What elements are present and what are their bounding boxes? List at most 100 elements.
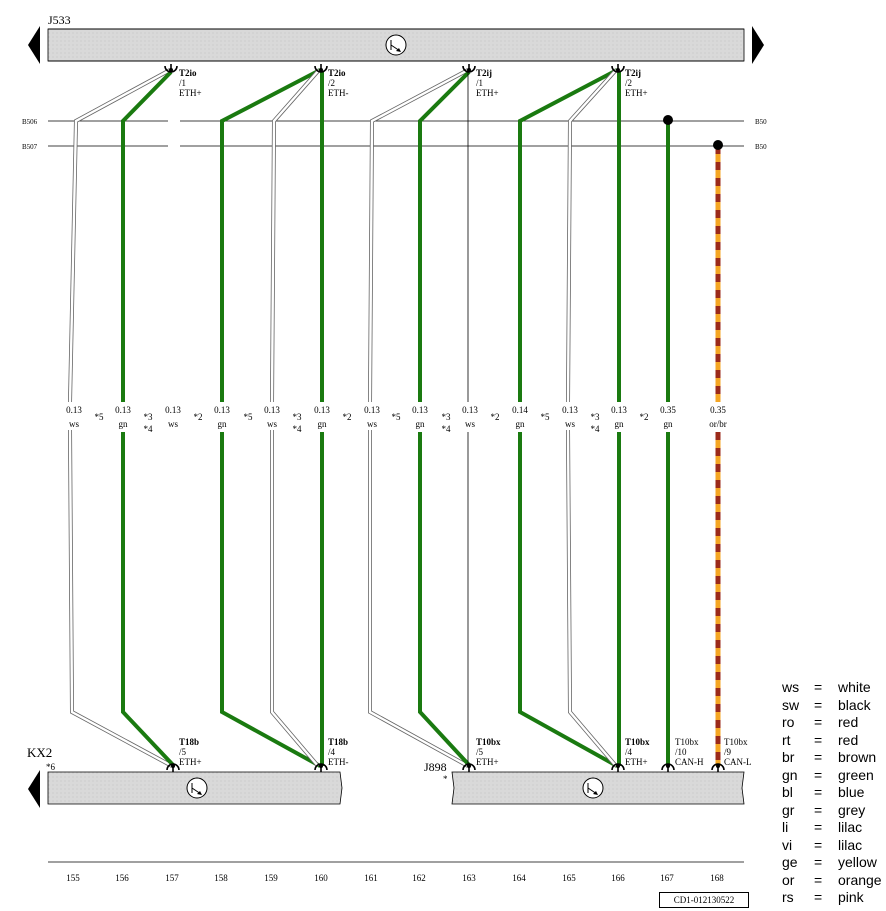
svg-text:/4: /4: [328, 747, 336, 757]
legend-name: yellow: [838, 854, 877, 870]
legend-name: grey: [838, 801, 866, 818]
connector-t10bx-10[interactable]: T10bx /10 CAN-H: [661, 737, 704, 772]
legend-name: brown: [838, 749, 877, 765]
legend-name: red: [838, 731, 859, 748]
ecu-symbol-icon: [582, 777, 604, 799]
wire-color-label: ws: [367, 419, 377, 429]
legend-eq: =: [814, 749, 823, 765]
svg-text:T10bx: T10bx: [625, 737, 650, 747]
connector-t10bx-9[interactable]: T10bx /9 CAN-L: [711, 737, 752, 772]
legend-code: ro: [782, 714, 795, 730]
wire-color-label: gn: [218, 419, 228, 429]
svg-text:T10bx: T10bx: [476, 737, 501, 747]
track-number: 158: [214, 873, 228, 883]
footnote-marker: *4: [442, 424, 452, 434]
wire-size-label: 0.13: [462, 405, 478, 415]
ecu-j533[interactable]: J533: [28, 13, 764, 64]
wire-size-label: 0.13: [364, 405, 380, 415]
legend-eq: =: [814, 889, 823, 905]
wire-size-label: 0.13: [214, 405, 230, 415]
ecu-symbol-icon: [385, 34, 407, 56]
wire-ws-161[interactable]: [368, 68, 469, 768]
legend-eq: =: [814, 819, 823, 835]
svg-text:CAN-L: CAN-L: [724, 757, 752, 767]
legend-code: or: [782, 871, 795, 888]
legend-row: gn=green: [782, 767, 886, 785]
top-connectors: T2io /1 ETH+ T2io /2 ETH- T2ij /1 ETH+ T…: [164, 64, 648, 98]
wire-size-label: 0.13: [562, 405, 578, 415]
wire-labels: 0.13ws0.13gn0.13ws0.13gn0.13ws0.13gn0.13…: [66, 405, 727, 434]
legend-name: pink: [838, 889, 864, 905]
footnote-marker: *2: [343, 412, 352, 422]
wire-size-label: 0.13: [66, 405, 82, 415]
wire-orbr-168-can-l[interactable]: [713, 140, 723, 766]
arrow-left-icon[interactable]: [28, 770, 40, 808]
svg-text:/1: /1: [476, 78, 483, 88]
wire-label: 0.13 ws: [562, 405, 578, 429]
arrow-left-icon[interactable]: [28, 26, 40, 64]
wire-gn-158[interactable]: [220, 68, 321, 768]
wire-gn-162[interactable]: [418, 70, 472, 768]
legend-code: li: [782, 819, 789, 835]
ecu-kx2-label: KX2: [27, 745, 52, 760]
svg-text:/2: /2: [328, 78, 335, 88]
wire-gn-164[interactable]: [518, 68, 618, 768]
wire-ws-159[interactable]: [270, 68, 321, 768]
svg-text:/5: /5: [179, 747, 187, 757]
ecu-j898[interactable]: J898 *: [424, 760, 745, 805]
ecu-kx2[interactable]: KX2 *6: [27, 745, 343, 808]
legend-row: ge = yellow: [782, 854, 886, 872]
legend-eq: =: [814, 696, 823, 713]
legend-row: ro=red: [782, 714, 886, 732]
wire-gn-167-can-h[interactable]: [663, 115, 673, 766]
connector-t18b-4[interactable]: T18b /4 ETH-: [314, 737, 349, 772]
legend-row: br = brown: [782, 749, 886, 767]
track-number: 167: [660, 873, 674, 883]
arrow-right-icon[interactable]: [752, 26, 764, 64]
legend-name: lilac: [838, 819, 863, 835]
svg-text:ETH-: ETH-: [328, 88, 349, 98]
legend-row: sw=black: [782, 697, 886, 715]
legend-name: orange: [838, 871, 882, 888]
ecu-j898-label: J898: [424, 760, 447, 774]
busbars: B506 B50 B507 B50: [22, 118, 767, 151]
footnote-marker: *3: [591, 412, 601, 422]
wire-color-label: ws: [565, 419, 575, 429]
connector-t2io-2[interactable]: T2io /2 ETH-: [314, 64, 349, 98]
connector-t10bx-4[interactable]: T10bx /4 ETH+: [611, 737, 650, 772]
connector-t2ij-2[interactable]: T2ij /2 ETH+: [611, 64, 648, 98]
wire-size-label: 0.13: [115, 405, 131, 415]
footnote-marker: *4: [591, 424, 601, 434]
busbar-b507-label: B507: [22, 143, 38, 151]
busbar-b50-label-1: B50: [755, 118, 767, 126]
connector-t2io-1[interactable]: T2io /1 ETH+: [164, 64, 202, 98]
footnote-marker: *2: [194, 412, 203, 422]
wire-color-label: gn: [664, 419, 674, 429]
wire-ws-155[interactable]: [68, 68, 173, 768]
footnote-marker: *5: [95, 412, 105, 422]
wire-gn-156[interactable]: [121, 70, 176, 768]
footnote-marker: *5: [392, 412, 402, 422]
legend-eq: =: [814, 784, 823, 800]
connector-t10bx-5[interactable]: T10bx /5 ETH+: [462, 737, 501, 772]
connector-t2ij-1[interactable]: T2ij /1 ETH+: [462, 64, 499, 98]
legend-eq: =: [814, 766, 823, 783]
wire-ws-165[interactable]: [566, 68, 618, 768]
legend-code: br: [782, 749, 795, 765]
track-number: 166: [611, 873, 625, 883]
connector-t18b-5[interactable]: T18b /5 ETH+: [166, 737, 202, 772]
footnote-marker: *4: [144, 424, 154, 434]
legend-code: bl: [782, 784, 793, 800]
footnote-marker: *3: [144, 412, 154, 422]
svg-text:CAN-H: CAN-H: [675, 757, 704, 767]
track-number: 161: [364, 873, 378, 883]
legend-code: sw: [782, 696, 800, 713]
wire-size-label: 0.14: [512, 405, 528, 415]
legend-code: ge: [782, 854, 798, 870]
wire-size-label: 0.13: [264, 405, 280, 415]
legend-eq: =: [814, 854, 823, 870]
